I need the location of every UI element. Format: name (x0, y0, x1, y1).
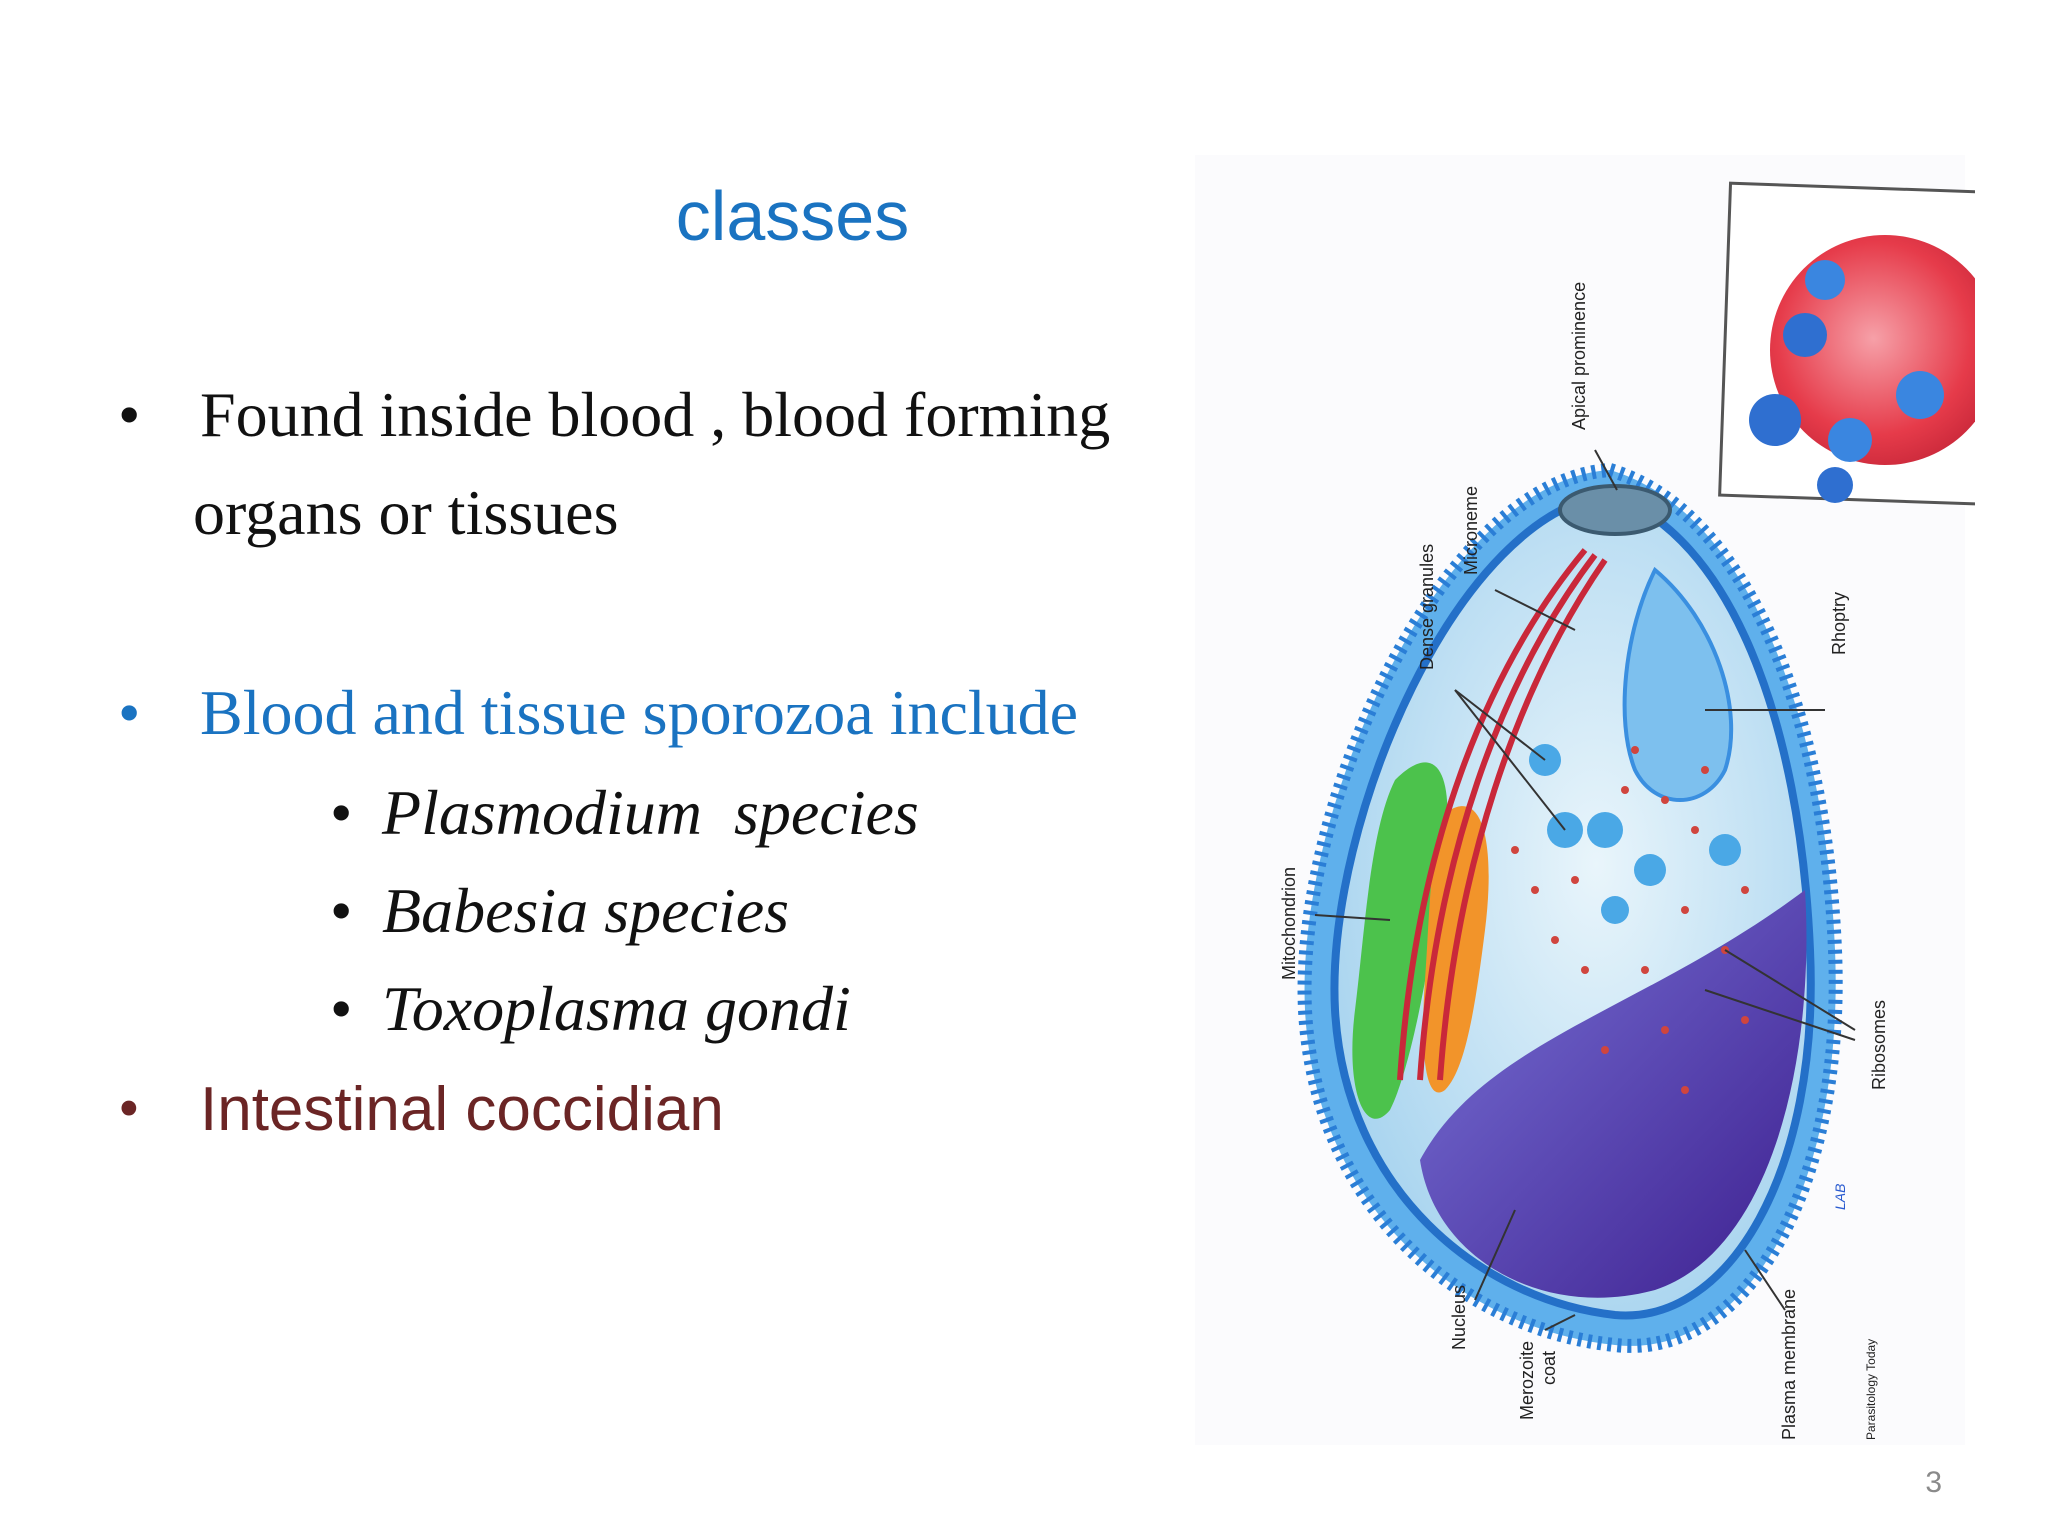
merozoite-blob (1828, 418, 1872, 462)
sub-bullet-text: Toxoplasma gondi (382, 973, 851, 1044)
sub-bullet-text: Plasmodium species (382, 777, 919, 848)
merozoite-blob (1805, 260, 1845, 300)
page-number: 3 (1925, 1466, 1942, 1499)
bullet-marker: • (118, 379, 141, 450)
bullet-text: Intestinal coccidian (200, 1075, 724, 1144)
label-ribosomes: Ribosomes (1869, 1000, 1889, 1090)
label-coat: coat (1539, 1351, 1559, 1385)
label-nucleus: Nucleus (1449, 1285, 1469, 1350)
merozoite-blob (1749, 394, 1801, 446)
sub-bullet-marker: • (330, 973, 353, 1044)
label-apical-prominence: Apical prominence (1569, 282, 1589, 430)
sub-bullet-plasmodium: • Plasmodium species (330, 776, 919, 850)
bullet-marker: • (118, 677, 141, 748)
bullet-found-inside-line2: organs or tissues (193, 477, 619, 548)
apical-cap (1558, 484, 1672, 536)
sub-bullet-text: Babesia species (382, 875, 789, 946)
label-microneme: Microneme (1461, 486, 1481, 575)
sub-bullet-marker: • (330, 875, 353, 946)
merozoite-blob (1817, 467, 1853, 503)
bullet-text: Blood and tissue sporozoa include (200, 677, 1079, 748)
label-merozoite: Merozoite (1517, 1341, 1537, 1420)
sub-bullet-toxoplasma: • Toxoplasma gondi (330, 972, 851, 1046)
label-source-credit: Parasitology Today (1864, 1339, 1878, 1440)
bullet-text-line1: Found inside blood , blood forming (200, 379, 1111, 450)
label-mitochondrion: Mitochondrion (1279, 867, 1299, 980)
label-rhoptry: Rhoptry (1829, 592, 1849, 655)
label-signature: LAB (1832, 1184, 1848, 1210)
merozoite-blob (1896, 371, 1944, 419)
sub-bullet-marker: • (330, 777, 353, 848)
slide-title: classes (675, 177, 910, 255)
cell-body (1297, 449, 1856, 1353)
mitochondrion-shape (1352, 762, 1448, 1119)
sporozoite-illustration: Apical prominence Microneme Dense granul… (1195, 155, 2014, 1445)
sporozoite-diagram: Apical prominence Microneme Dense granul… (1185, 150, 2014, 1450)
rbc-inset (1718, 181, 2014, 507)
merozoite-blob (1783, 313, 1827, 357)
rhoptry-shape (1622, 566, 1734, 802)
sub-bullet-babesia: • Babesia species (330, 874, 789, 948)
bullet-marker: • (118, 1075, 140, 1143)
label-plasma-membrane: Plasma membrane (1779, 1289, 1799, 1440)
label-dense-granules: Dense granules (1417, 544, 1437, 670)
